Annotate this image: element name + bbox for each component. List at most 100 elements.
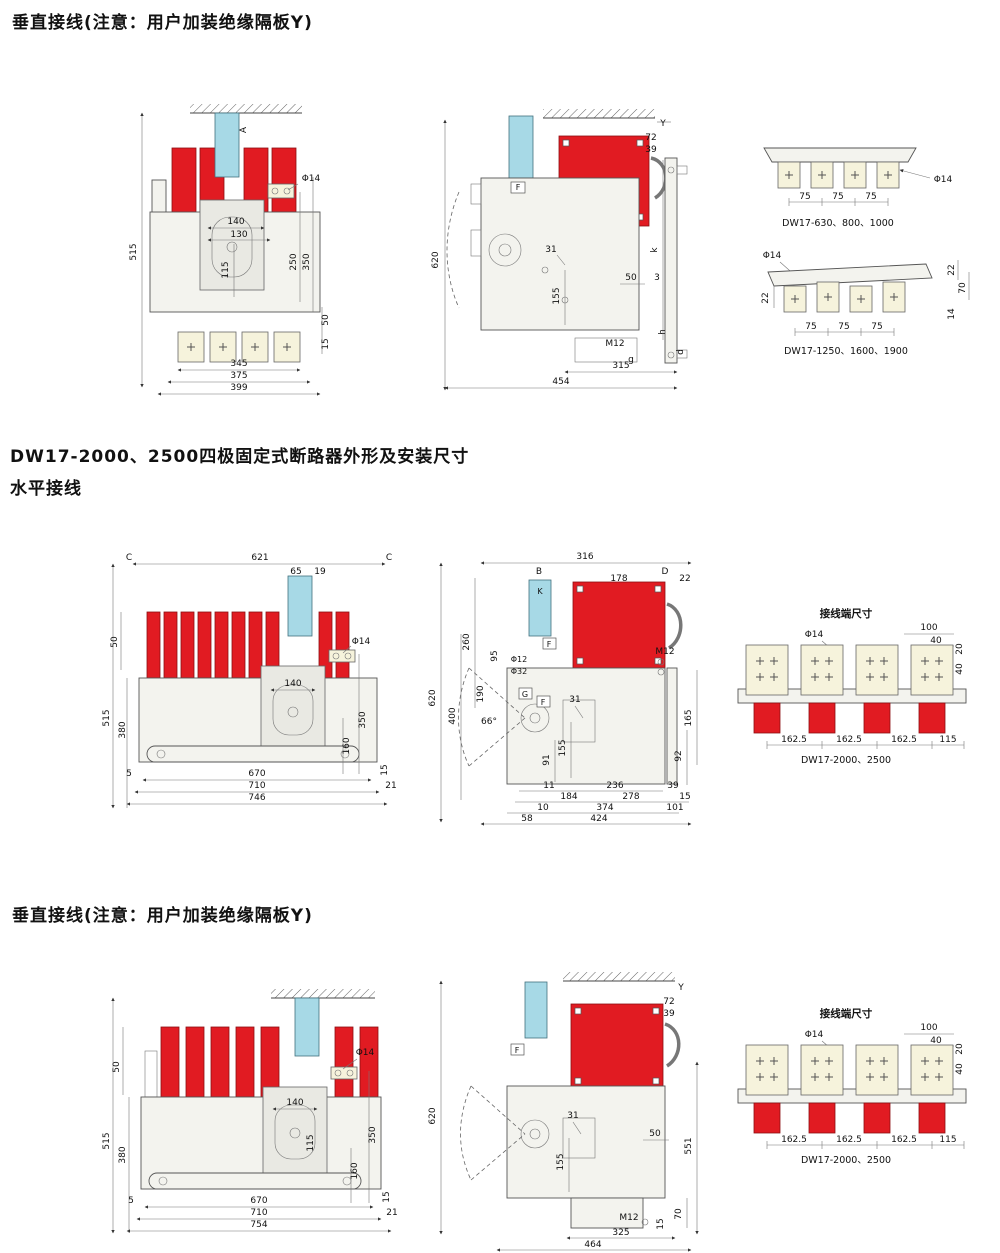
handle-loop	[666, 602, 683, 650]
dim-100: 100	[920, 1023, 937, 1033]
s2-front-view: C 621 C 65 19 Φ14 50 515 380 140 350 160…	[102, 553, 397, 809]
dim-31: 31	[569, 695, 580, 705]
s1-terminal-views: Φ14 75 75 75 DW17-630、800、1000 Φ14 22 22…	[761, 147, 970, 357]
dim-g: g	[628, 355, 634, 365]
dim-c-right: C	[386, 553, 392, 563]
operating-handle	[528, 579, 552, 637]
dim-31: 31	[567, 1111, 578, 1121]
label-f-top: F	[547, 640, 552, 649]
handle-loop	[650, 156, 668, 200]
front-panel	[572, 581, 666, 669]
dim-39: 39	[667, 781, 679, 791]
caption-dw17-1250: DW17-1250、1600、1900	[784, 346, 908, 357]
dim-178: 178	[610, 574, 627, 584]
breaker-body	[480, 177, 640, 331]
label-f: F	[516, 183, 521, 192]
label-f: F	[515, 1046, 520, 1055]
door-swing-arc	[458, 667, 470, 767]
mounting-channel	[666, 667, 678, 785]
dim-464: 464	[584, 1240, 601, 1250]
dim-551: 551	[684, 1137, 694, 1154]
s2-front-geometry	[111, 562, 388, 809]
dim-phi12: Φ12	[511, 655, 527, 664]
breaker-body	[506, 1085, 666, 1199]
dim-155: 155	[552, 287, 562, 304]
s3-terminal-geometry	[737, 1033, 967, 1149]
dim-15: 15	[382, 1191, 392, 1202]
dim-72: 72	[663, 997, 674, 1007]
dim-k: k	[650, 247, 660, 253]
dim-65: 65	[290, 567, 301, 577]
operating-handle	[214, 112, 240, 178]
dim-phi14: Φ14	[352, 637, 371, 647]
dim-162-1: 162.5	[781, 735, 807, 745]
dim-620: 620	[431, 251, 441, 268]
dim-155: 155	[558, 739, 568, 756]
dim-140: 140	[286, 1098, 303, 1108]
dim-155: 155	[556, 1153, 566, 1170]
dim-phi14: Φ14	[302, 174, 321, 184]
s3-side-view: 620 Y 72 39 F 31 155 50 551 M12 15 70 32…	[428, 972, 699, 1252]
dim-21: 21	[385, 781, 396, 791]
dim-101: 101	[666, 803, 683, 813]
dim-m12: M12	[655, 647, 674, 657]
dim-19: 19	[314, 567, 326, 577]
section3-heading: 垂直接线(注意：用户加装绝缘隔板Y)	[12, 906, 313, 926]
dim-11: 11	[543, 781, 554, 791]
dim-316: 316	[576, 552, 593, 562]
dim-phi14: Φ14	[805, 630, 824, 640]
dim-75: 75	[832, 192, 843, 202]
dim-d: d	[676, 349, 686, 355]
dim-21: 21	[386, 1208, 397, 1218]
dim-746: 746	[248, 793, 265, 803]
dim-325: 325	[612, 1228, 629, 1238]
dim-162-2: 162.5	[836, 735, 862, 745]
s1-side-geometry	[443, 109, 688, 391]
dim-670: 670	[250, 1196, 267, 1206]
dim-d: D	[662, 567, 669, 577]
label-g: G	[522, 690, 528, 699]
dim-278: 278	[622, 792, 639, 802]
terminal-title: 接线端尺寸	[820, 1007, 873, 1020]
dim-3: 3	[654, 273, 660, 283]
dim-315: 315	[612, 361, 629, 371]
s2-side-geometry	[439, 561, 698, 826]
dim-75: 75	[799, 192, 810, 202]
dim-350: 350	[358, 711, 368, 728]
dim-y: Y	[659, 119, 666, 129]
s1-front-geometry	[140, 104, 323, 396]
s3-side-geometry	[439, 972, 699, 1252]
dim-50: 50	[112, 1061, 122, 1073]
dim-75: 75	[871, 322, 882, 332]
dim-620: 620	[428, 1107, 438, 1124]
dim-15: 15	[679, 792, 690, 802]
dim-31: 31	[545, 245, 556, 255]
dim-70: 70	[674, 1208, 684, 1220]
dim-92: 92	[674, 750, 684, 761]
dim-620: 620	[428, 689, 438, 706]
s2-side-view: 316 B D 178 22 K 260 95 Φ12 Φ32 190 66° …	[428, 552, 698, 826]
dim-670: 670	[248, 769, 265, 779]
dim-140: 140	[227, 217, 244, 227]
s1-front-view: A 515 Φ14 140 130 115 250 350 50 15 345 …	[129, 104, 331, 396]
s2-terminal-geometry	[737, 633, 967, 749]
caption-dw17-2000: DW17-2000、2500	[801, 1155, 891, 1166]
section2-subheading: 水平接线	[10, 479, 82, 499]
caption-dw17-630: DW17-630、800、1000	[782, 218, 894, 229]
dim-160: 160	[350, 1162, 360, 1179]
caption-dw17-2000: DW17-2000、2500	[801, 755, 891, 766]
dim-75: 75	[805, 322, 816, 332]
dim-100: 100	[920, 623, 937, 633]
dim-phi14-bottom: Φ14	[763, 251, 782, 261]
dim-162-3: 162.5	[891, 1135, 917, 1145]
dim-58: 58	[521, 814, 533, 824]
dim-22-left: 22	[761, 292, 771, 303]
dim-39: 39	[663, 1009, 675, 1019]
dim-39: 39	[645, 145, 657, 155]
breaker-body	[506, 667, 666, 785]
dim-374: 374	[596, 803, 613, 813]
dim-10: 10	[537, 803, 549, 813]
operating-handle	[294, 997, 320, 1057]
dim-621: 621	[251, 553, 268, 563]
